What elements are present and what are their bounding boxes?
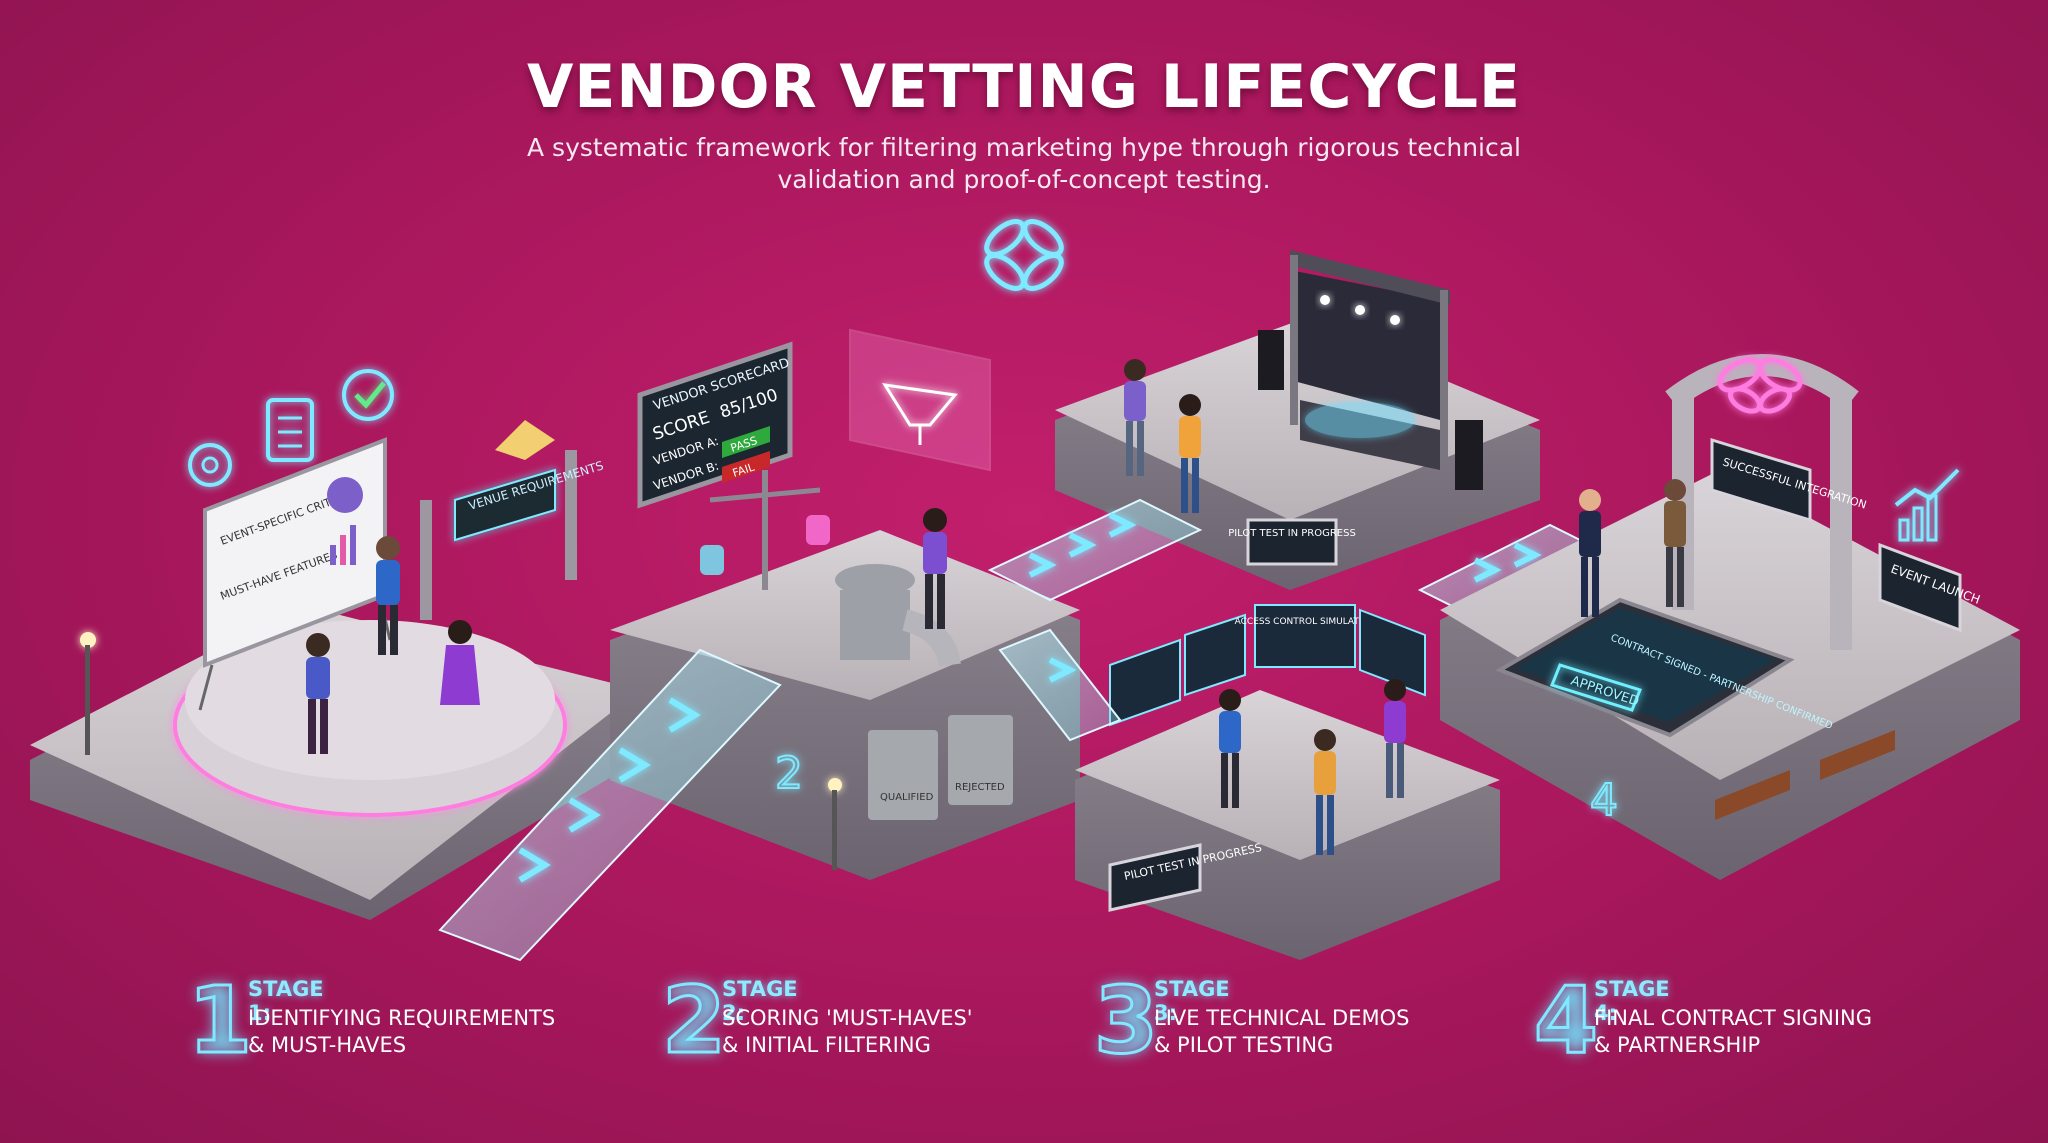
stage-description: IDENTIFYING REQUIREMENTS & MUST-HAVES [248,1006,556,1057]
stage-number: 4 [1532,967,1599,1074]
glass-ramp-1 [438,648,782,962]
butterfly-logo-icon [984,219,1064,291]
platform-number-2: 2 [775,748,803,799]
lamp-post [80,632,96,648]
scale-icon [700,470,830,590]
bin-qualified: QUALIFIED [868,730,938,820]
svg-text:QUALIFIED: QUALIFIED [880,792,934,803]
person-vr-3 [1314,729,1336,855]
lamp-post [828,778,842,792]
growth-chart-icon [1894,468,1960,542]
stage-description: SCORING 'MUST-HAVES' & INITIAL FILTERING [722,1006,973,1057]
stage-description: FINAL CONTRACT SIGNING & PARTNERSHIP [1594,1006,1873,1057]
monitor-wall: ACCESS CONTROL SIMULATION [1109,604,1426,727]
check-circle-icon [342,369,394,421]
stage-heading: STAGE 3: [1154,977,1230,1025]
stage-description: LIVE TECHNICAL DEMOS & PILOT TESTING [1154,1006,1410,1057]
person-vr-4 [1384,679,1406,798]
stage-number: 2 [660,967,727,1074]
person-presenter [376,536,400,655]
page-subtitle: A systematic framework for filtering mar… [527,133,1521,194]
pilot-test-sign-upper: PILOT TEST IN PROGRESS [1228,518,1356,566]
svg-text:ACCESS CONTROL SIMULATION: ACCESS CONTROL SIMULATION [1235,617,1376,627]
stage-number: 3 [1092,967,1159,1074]
person-vr-1 [1124,359,1146,476]
concert-stage [1258,250,1483,490]
person-stage2 [923,508,947,629]
page-title: VENDOR VETTING LIFECYCLE [527,52,1521,122]
platform-number-4: 4 [1590,775,1618,826]
stage4-platform: 4 SUCCESSFUL INTEGRATION EVENT LAUNCH [1440,354,2020,880]
vendor-scorecard: VENDOR SCORECARD SCORE 85/100 VENDOR A: … [637,341,793,509]
stage-heading: STAGE 4: [1594,977,1670,1025]
stage-heading: STAGE 1: [248,977,324,1025]
stage-heading: STAGE 2: [722,977,798,1025]
person-tablet-right [440,620,480,705]
person-handshake-right [1664,479,1686,607]
funnel-icon [849,328,991,472]
glass-walkway-2 [987,498,1203,742]
stage2-platform: 2 VENDOR SCORECARD SCORE 85/100 VENDOR A… [610,328,1080,880]
venue-requirements-sign: VENUE REQUIREMENTS [420,420,605,620]
butterfly-logo-icon [1717,357,1803,414]
filter-machine [835,564,961,668]
person-vr-2 [1179,394,1201,513]
person-operator [1219,689,1241,808]
bin-rejected: REJECTED [948,715,1013,805]
stage-number: 1 [186,967,253,1074]
svg-text:PILOT TEST IN PROGRESS: PILOT TEST IN PROGRESS [1228,528,1356,539]
whiteboard: EVENT-SPECIFIC CRITERIA MUST-HAVE FEATUR… [198,437,392,711]
clipboard-checklist-icon [266,398,314,462]
gear-icon [188,443,232,487]
person-handshake-left [1579,489,1601,617]
park-bench [1715,730,1895,820]
person-tablet-left [306,633,330,754]
svg-text:REJECTED: REJECTED [955,782,1005,793]
stage3-lower-platform: ACCESS CONTROL SIMULATION PILOT TEST IN … [1075,604,1500,960]
